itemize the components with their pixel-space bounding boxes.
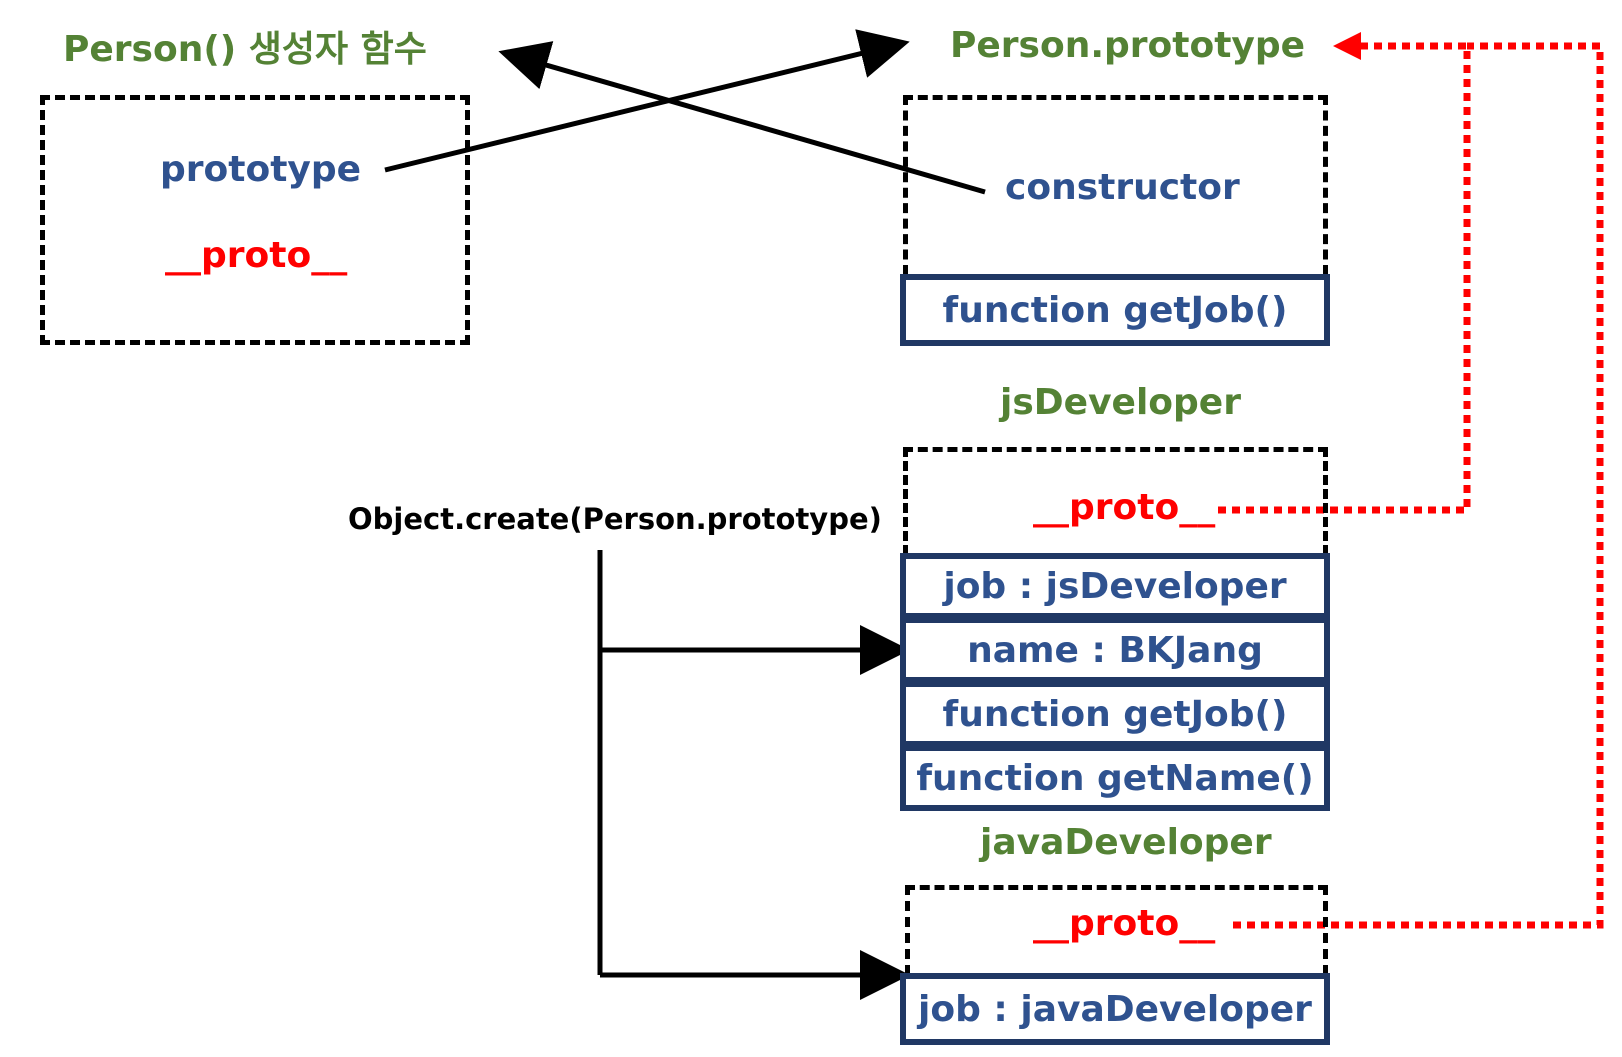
java-proto-link	[1233, 42, 1604, 929]
js-field-getname: function getName()	[900, 745, 1330, 811]
person-prototype-box	[903, 95, 1328, 275]
object-create-label: Object.create(Person.prototype)	[348, 502, 882, 536]
java-field-job: job : javaDeveloper	[900, 973, 1330, 1045]
js-field-getjob: function getJob()	[900, 681, 1330, 747]
java-developer-box	[905, 885, 1328, 975]
prototype-property: prototype	[160, 149, 362, 190]
person-function-proto: __proto__	[165, 235, 348, 276]
java-developer-title: javaDeveloper	[980, 822, 1272, 863]
js-developer-title: jsDeveloper	[1000, 382, 1241, 423]
person-prototype-title: Person.prototype	[950, 25, 1306, 66]
js-field-name: name : BKJang	[900, 617, 1330, 683]
java-developer-proto: __proto__	[1033, 903, 1216, 944]
js-developer-box	[903, 447, 1328, 555]
js-proto-link	[1218, 32, 1471, 514]
prototype-arrow	[384, 29, 910, 173]
js-field-job: job : jsDeveloper	[900, 553, 1330, 619]
constructor-property: constructor	[1005, 167, 1240, 208]
js-developer-proto: __proto__	[1033, 487, 1216, 528]
person-function-title: Person() 생성자 함수	[63, 29, 427, 70]
person-function-box	[40, 95, 470, 345]
prototype-getjob-method: function getJob()	[900, 274, 1330, 346]
